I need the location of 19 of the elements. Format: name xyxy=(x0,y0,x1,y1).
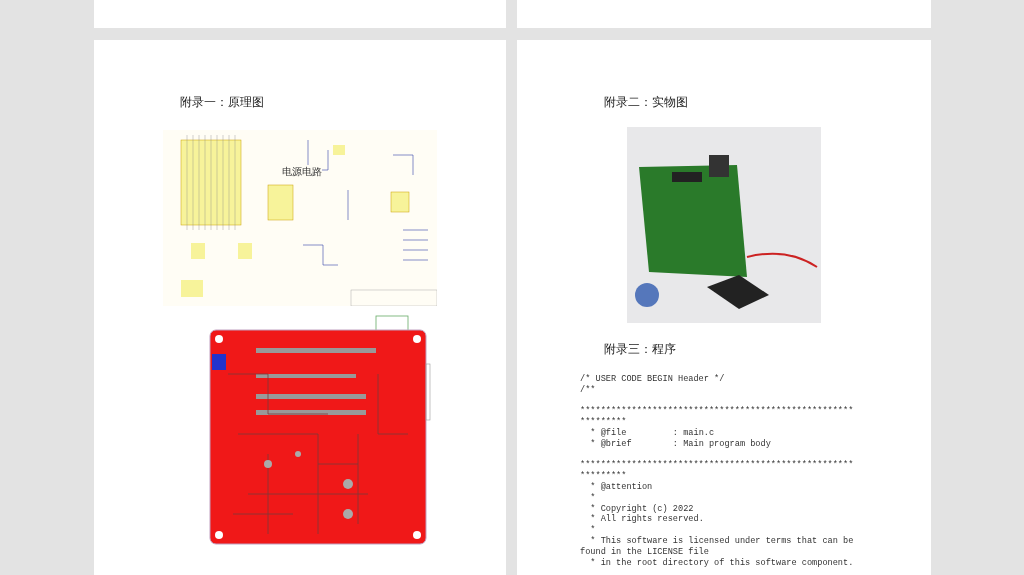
code-line: * xyxy=(589,492,597,504)
code-line: * All rights reserved. xyxy=(589,514,705,525)
code-line: * xyxy=(589,525,597,536)
section-heading: 附录一：原理图 xyxy=(180,94,264,111)
code-line: * This software is licensed under terms that can be found in the LICENSE file xyxy=(580,535,855,558)
code-line: /* USER CODE BEGIN Header */ xyxy=(580,374,726,385)
code-line: ***************************************************** xyxy=(580,460,855,471)
code-line: /** xyxy=(580,384,597,396)
code-line: ********* xyxy=(580,417,628,428)
circuit-title: 电源电路 xyxy=(282,165,322,179)
code-line: ***************************************************** xyxy=(580,406,855,417)
code-line: * in the root directory of this software component. xyxy=(589,557,855,569)
section-heading: 附录三：程序 xyxy=(604,341,676,358)
code-line: * @attention xyxy=(589,481,654,493)
code-line: * Copyright (c) 2022 xyxy=(589,503,695,514)
code-line: * @file : main.c xyxy=(589,428,716,439)
code-line: * @brief : Main program body xyxy=(589,438,772,450)
code-line: ********* xyxy=(580,471,628,482)
section-heading: 附录二：实物图 xyxy=(604,94,688,111)
